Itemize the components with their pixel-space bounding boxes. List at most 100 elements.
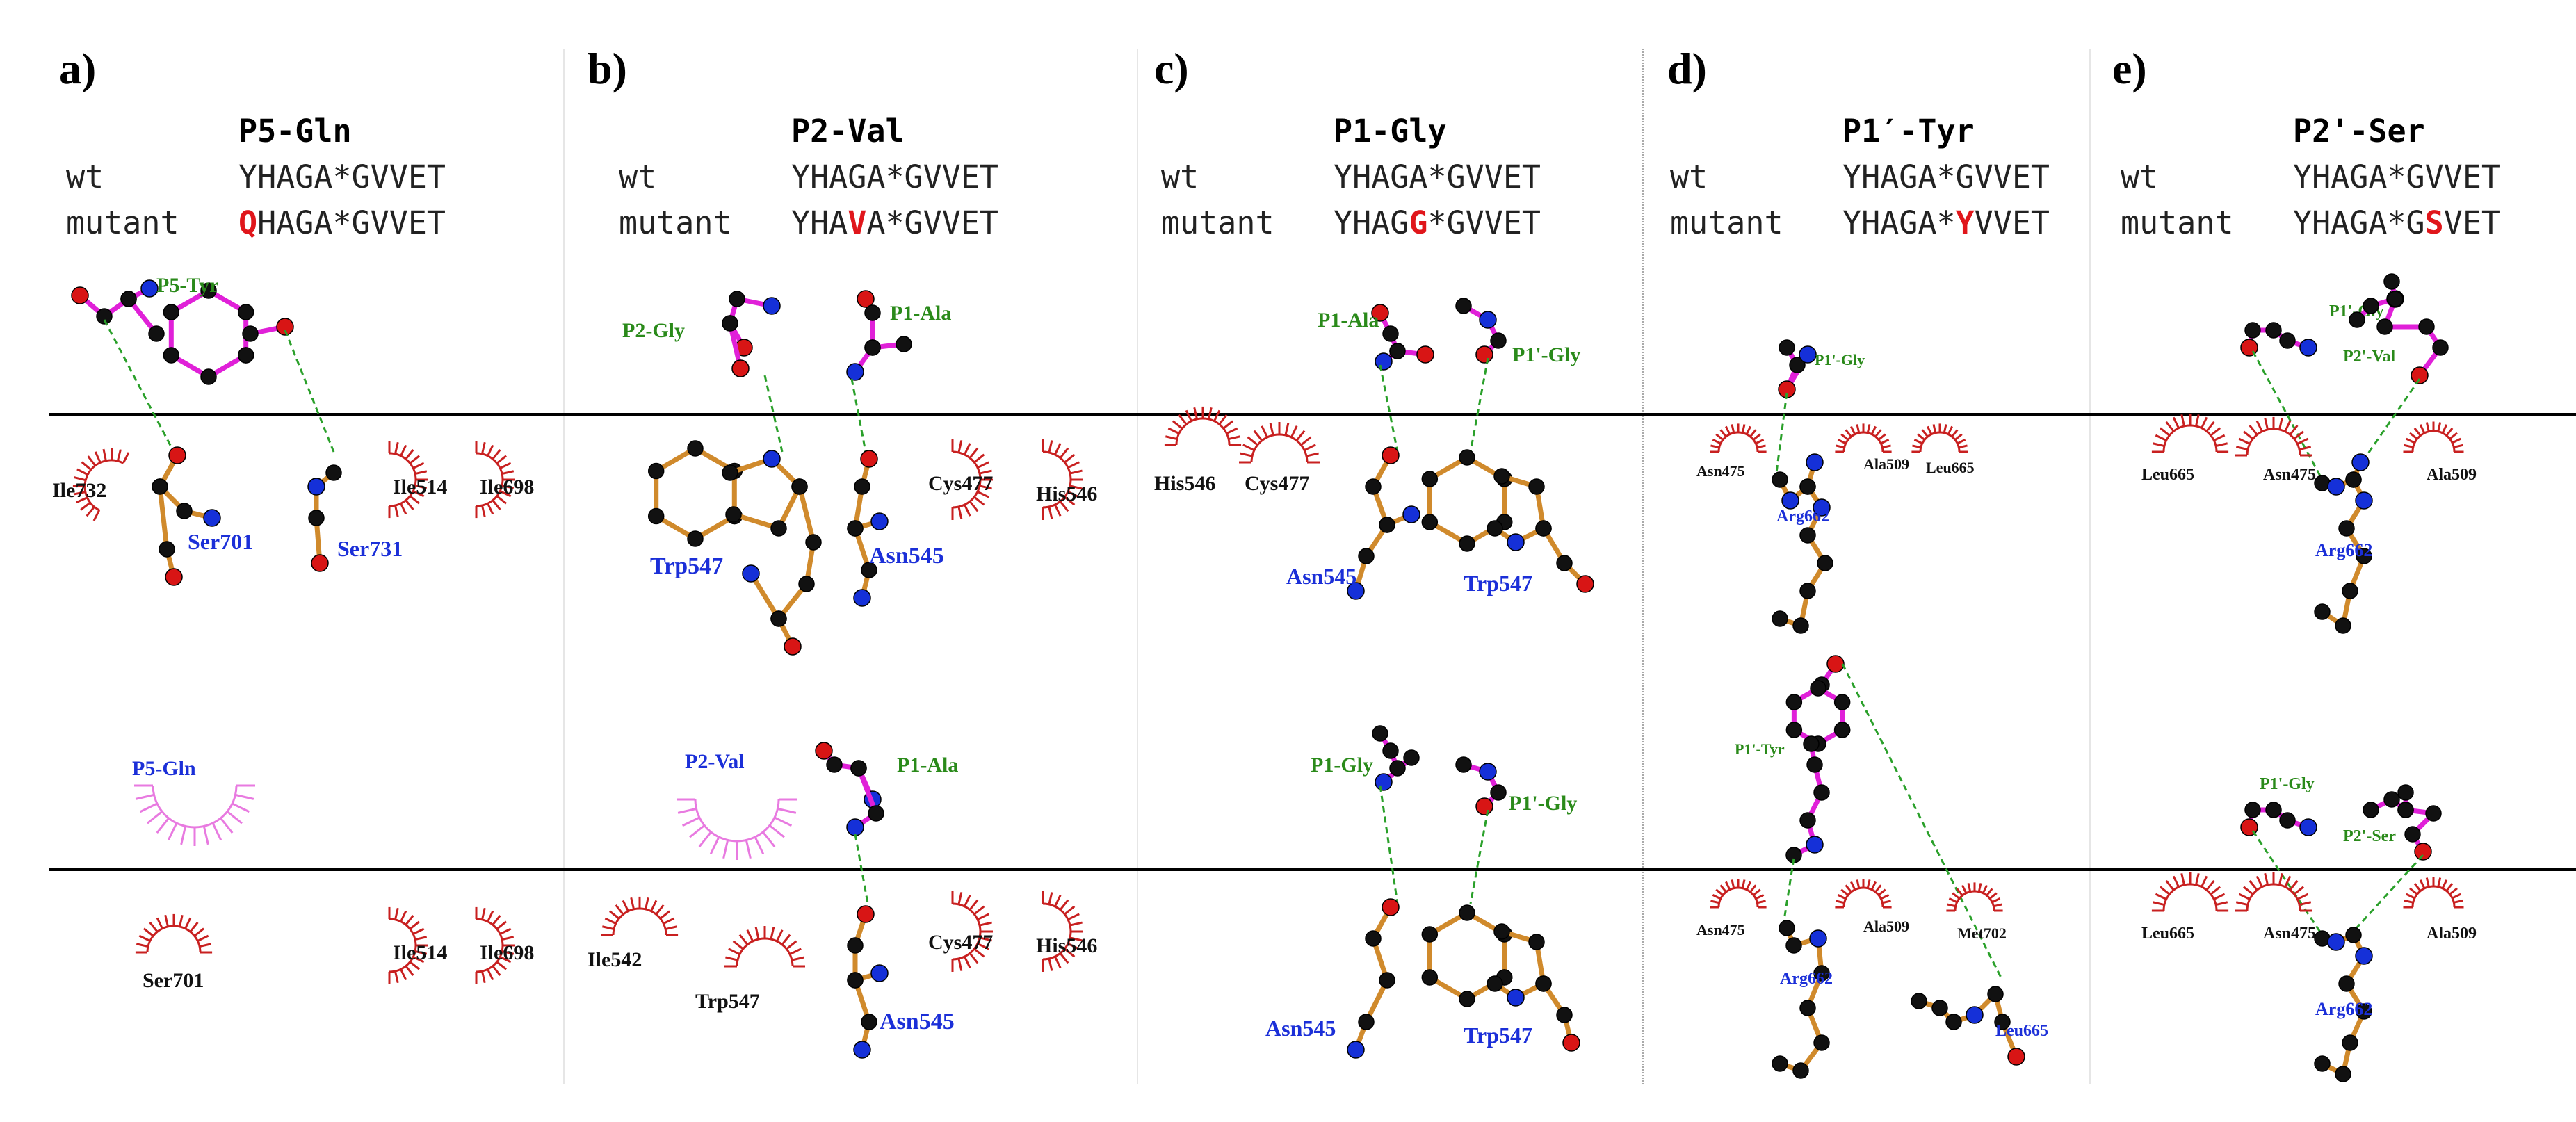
hydrophobic-contact-arc xyxy=(2235,872,2312,912)
asn545-atom xyxy=(860,450,878,468)
trp547-c-b-atom xyxy=(1507,989,1525,1007)
mutated-residue: V xyxy=(848,204,867,241)
trp547-atom xyxy=(798,576,815,592)
leu665-d-atom xyxy=(1994,1014,2011,1030)
residue-label: Asn475 xyxy=(2263,466,2316,484)
residue-label: Asn475 xyxy=(1696,921,1745,938)
trp547-c-b-atom xyxy=(1562,1034,1580,1052)
residue-label: Ala509 xyxy=(1863,918,1909,935)
p1p-gly-c-b-bond xyxy=(1463,762,1501,808)
wt-sequence: YHAGA*GVVET xyxy=(2293,158,2501,195)
hydrogen-bond xyxy=(2251,350,2324,480)
hydrogen-bond xyxy=(103,319,175,453)
p1p-gly-e-b-atom xyxy=(2244,802,2261,818)
residue-label: Cys477 xyxy=(1245,472,1309,495)
trp547-atom xyxy=(805,534,822,551)
mutant-seq-suffix: VVET xyxy=(1974,204,2050,241)
p5-tyr-ring-atom xyxy=(237,304,254,320)
panel-label-b: b) xyxy=(588,44,627,93)
hydrogen-bond xyxy=(1469,809,1489,904)
arg662-e-atom xyxy=(2314,603,2331,620)
protein-label: Asn545 xyxy=(1286,564,1356,589)
p1p-gly-e-atom xyxy=(2299,339,2317,357)
p1p-gly-c-atom xyxy=(1455,298,1472,314)
trp547-ring5-atom xyxy=(725,506,742,523)
ligand-label: P2'-Ser xyxy=(2343,827,2396,845)
arg662-d-atom xyxy=(1817,555,1833,571)
p5-tyr-ring-atom xyxy=(163,304,180,320)
p5-tyr-atom xyxy=(120,291,137,307)
trp547-c-b-atom xyxy=(1535,975,1552,992)
residue-label: Ala509 xyxy=(2427,925,2477,943)
asn545-c-atom xyxy=(1402,505,1420,523)
asn545-c-atom xyxy=(1358,548,1375,564)
mutant-label: mutant xyxy=(66,204,179,241)
arg662-d-b-atom xyxy=(1813,1034,1830,1051)
p2p-val-atom xyxy=(2363,298,2379,314)
panel-label-d: d) xyxy=(1667,44,1707,93)
hydrogen-bond xyxy=(763,375,784,453)
ser731-atom xyxy=(308,510,325,526)
leu665-d-atom xyxy=(1911,993,1927,1009)
wt-label: wt xyxy=(2121,158,2159,195)
mutant-label: mutant xyxy=(2121,204,2234,241)
mutant-label: mutant xyxy=(619,204,732,241)
ligand-label: P1'-Gly xyxy=(2260,775,2315,793)
asn545-c-b-atom xyxy=(1379,972,1395,989)
mutation-title: P5-Gln xyxy=(238,113,352,149)
ser701-bond xyxy=(157,454,213,521)
p1p-gly-c-atom xyxy=(1475,345,1493,364)
p1p-gly-e-b-atom xyxy=(2299,818,2317,836)
trp547-c-atom xyxy=(1507,533,1525,551)
p2p-ser-atom xyxy=(2397,784,2414,801)
p2p-ser-atom xyxy=(2425,805,2442,822)
p1p-tyr-atom xyxy=(1826,655,1845,673)
residue-label: Cys477 xyxy=(928,931,993,954)
p1p-tyr-ring-atom xyxy=(1810,680,1826,697)
arg662-e-atom xyxy=(2335,617,2351,634)
asn545-atom xyxy=(870,512,889,530)
p1-ala-atom xyxy=(846,363,864,381)
p2p-ser-atom xyxy=(2383,791,2400,808)
ser701-atom xyxy=(165,568,183,586)
ligand-label: P2-Gly xyxy=(622,319,685,342)
mutated-residue: S xyxy=(2424,204,2444,241)
hydrogen-bond xyxy=(1775,392,1788,473)
p2p-ser-atom xyxy=(2397,802,2414,818)
wt-label: wt xyxy=(619,158,657,195)
protein-label: Trp547 xyxy=(650,553,723,579)
arg662-e-atom xyxy=(2355,491,2373,510)
residue-label: Ser701 xyxy=(143,969,204,992)
asn545-c-b-atom xyxy=(1365,930,1382,947)
p5-tyr-atom xyxy=(96,308,113,325)
arg662-d-b-atom xyxy=(1799,1000,1816,1016)
p1p-tyr-ring-atom xyxy=(1785,722,1803,738)
mutant-seq-prefix: YHA xyxy=(791,204,848,241)
arg662-e-b-atom xyxy=(2345,927,2362,943)
arg662-e-atom xyxy=(2356,548,2372,564)
hydrophobic-contact-arc xyxy=(135,913,213,954)
mutant-residue-arc xyxy=(134,784,255,846)
trp547-c-ring6-atom xyxy=(1459,535,1475,552)
p1-ala-b-atom xyxy=(826,756,843,773)
p1p-gly-c-atom xyxy=(1479,311,1497,329)
mutated-residue: Y xyxy=(1955,204,1975,241)
p1p-gly-e-atom xyxy=(2265,322,2282,339)
p5-tyr-bond xyxy=(78,286,151,319)
ser701-atom xyxy=(159,541,175,558)
trp547-c-ring6-atom xyxy=(1421,514,1439,530)
ser701-atom xyxy=(152,478,168,495)
hydrophobic-contact-arc xyxy=(951,439,993,520)
ser731-atom xyxy=(311,554,329,572)
protein-label: Trp547 xyxy=(1464,1023,1532,1048)
ser701-atom xyxy=(176,503,193,519)
p1p-gly-c-atom xyxy=(1490,332,1507,349)
hydrophobic-contact-arc xyxy=(2403,421,2464,453)
separator-cd xyxy=(1642,49,1644,1084)
arg662-d-atom xyxy=(1772,471,1788,488)
hydrophobic-contact-arc xyxy=(2403,877,2464,909)
mutant-seq-prefix: YHAG xyxy=(1334,204,1409,241)
